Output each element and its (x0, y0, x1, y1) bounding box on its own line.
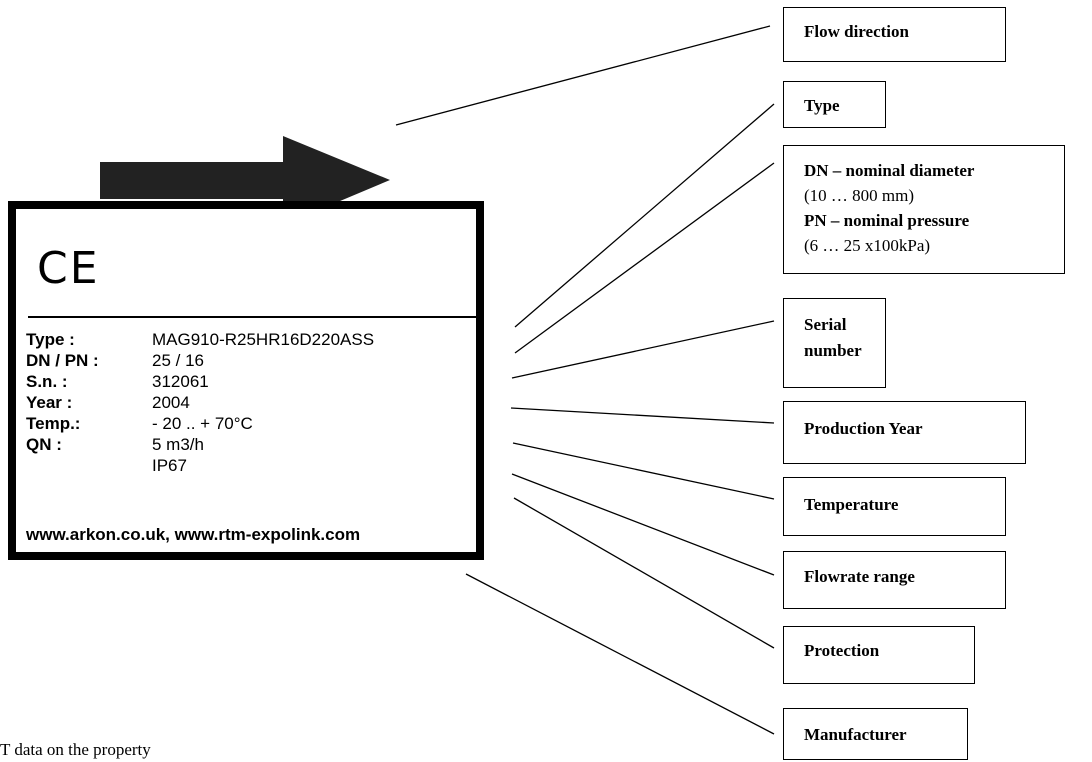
pn-range: (6 … 25 x100kPa) (804, 236, 931, 255)
leader-production-year (510, 407, 775, 424)
pn-title: PN – nominal pressure (804, 211, 970, 230)
leader-flowrate-range (511, 473, 775, 576)
row-key: Year : (26, 393, 73, 412)
row-value: 25 / 16 (152, 351, 204, 370)
callout-label: Type (804, 96, 840, 115)
callout-label: Flow direction (804, 22, 909, 41)
row-value: - 20 .. + 70°C (152, 414, 253, 433)
callout-type: Type (783, 81, 886, 128)
row-value: 5 m3/h (152, 435, 204, 454)
nameplate: CE Type : MAG910-R25HR16D220ASS DN / PN … (8, 201, 484, 560)
callout-protection: Protection (783, 626, 975, 684)
nameplate-row: Type : MAG910-R25HR16D220ASS (26, 329, 476, 350)
nameplate-row: DN / PN : 25 / 16 (26, 350, 476, 371)
callout-label: Temperature (804, 495, 899, 514)
callout-label-line2: number (804, 341, 862, 360)
callout-label: Flowrate range (804, 567, 915, 586)
callout-serial-number: Serial number (783, 298, 886, 388)
nameplate-row: IP67 (26, 455, 476, 476)
leader-temperature (512, 442, 775, 500)
leader-type (514, 103, 775, 328)
ce-mark-icon: CE (37, 243, 100, 294)
callout-manufacturer: Manufacturer (783, 708, 968, 760)
leader-protection (513, 497, 775, 649)
nameplate-row: Year : 2004 (26, 392, 476, 413)
nameplate-row: S.n. : 312061 (26, 371, 476, 392)
row-key: Type : (26, 330, 75, 349)
callout-label: Production Year (804, 419, 923, 438)
callout-flow-direction: Flow direction (783, 7, 1006, 62)
callout-label: Manufacturer (804, 725, 907, 744)
row-value: 2004 (152, 393, 190, 412)
dn-title: DN – nominal diameter (804, 161, 975, 180)
row-key (26, 455, 152, 476)
row-value: 312061 (152, 372, 209, 391)
callout-label-line1: Serial (804, 315, 847, 334)
callout-dn-pn: DN – nominal diameter (10 … 800 mm) PN –… (783, 145, 1065, 274)
callout-temperature: Temperature (783, 477, 1006, 536)
dn-range: (10 … 800 mm) (804, 186, 915, 205)
nameplate-footer-urls: www.arkon.co.uk, www.rtm-expolink.com (26, 525, 361, 544)
bottom-note: T data on the property (0, 740, 151, 759)
leader-dn-pn (514, 162, 775, 354)
row-value: IP67 (152, 456, 187, 475)
nameplate-row: Temp.: - 20 .. + 70°C (26, 413, 476, 434)
callout-flowrate-range: Flowrate range (783, 551, 1006, 609)
row-key: S.n. : (26, 372, 68, 391)
nameplate-fields: Type : MAG910-R25HR16D220ASS DN / PN : 2… (26, 329, 476, 476)
nameplate-row: QN : 5 m3/h (26, 434, 476, 455)
leader-flow-direction (395, 25, 771, 126)
row-value: MAG910-R25HR16D220ASS (152, 330, 375, 349)
leader-serial-number (511, 320, 775, 379)
callout-production-year: Production Year (783, 401, 1026, 464)
row-key: QN : (26, 435, 62, 454)
callout-label: Protection (804, 641, 880, 660)
row-key: DN / PN : (26, 351, 99, 370)
nameplate-divider (28, 316, 478, 318)
row-key: Temp.: (26, 414, 81, 433)
leader-manufacturer (465, 573, 775, 735)
